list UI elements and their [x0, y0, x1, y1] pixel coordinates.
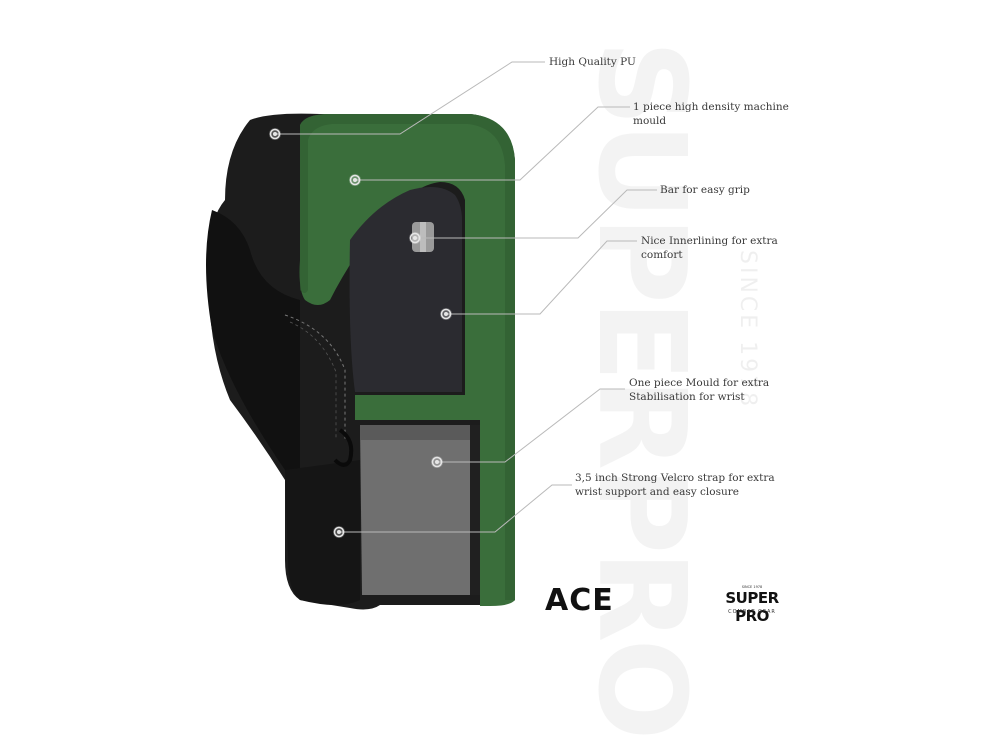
callout-velcro-strap: 3,5 inch Strong Velcro strap for extra w… [575, 472, 775, 498]
brand-name: SUPER PRO [725, 589, 779, 625]
superpro-logo: SINCE 1978 SUPER PRO COMBAT GEAR [716, 585, 788, 625]
callout-mould: 1 piece high density machine mould [633, 101, 789, 127]
model-name: ACE [545, 583, 614, 618]
callout-innerlining: Nice Innerlining for extra comfort [641, 235, 778, 261]
brand-tagline: COMBAT GEAR [728, 609, 776, 615]
callout-wrist-mould: One piece Mould for extra Stabilisation … [629, 377, 770, 403]
glove-cutaway-illustration [206, 61, 657, 610]
pointer-dots [269, 128, 452, 538]
callout-high-quality-pu: High Quality PU [549, 56, 636, 68]
velcro-strap [360, 425, 480, 595]
leader-lines [275, 61, 657, 533]
callout-grip-bar: Bar for easy grip [660, 184, 750, 196]
wrist-cuff [285, 460, 360, 605]
brand-since: SINCE 1978 [741, 585, 763, 589]
glove-thumb [206, 210, 300, 470]
